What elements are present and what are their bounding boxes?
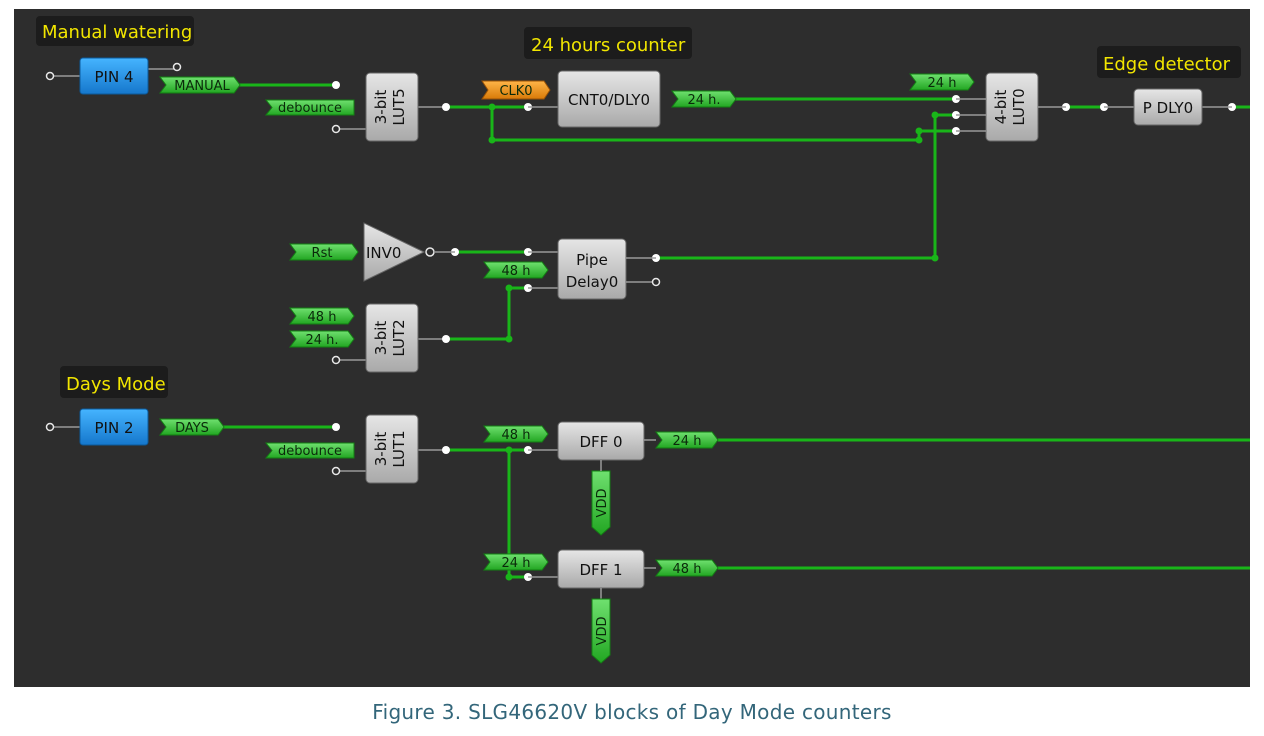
svg-text:24 hours counter: 24 hours counter [531, 35, 686, 56]
schematic-canvas: Manual watering 24 hours counter Edge de… [14, 9, 1250, 687]
svg-text:CNT0/DLY0: CNT0/DLY0 [568, 91, 650, 109]
svg-text:MANUAL: MANUAL [174, 79, 230, 94]
svg-text:Edge detector: Edge detector [1103, 54, 1231, 75]
svg-text:Days Mode: Days Mode [66, 374, 166, 395]
tag-debounce-2[interactable]: debounce [264, 442, 355, 459]
tag-dff0-out-24h[interactable]: 24 h [655, 431, 719, 449]
tag-days[interactable]: DAYS [159, 418, 225, 436]
svg-text:24 h: 24 h [928, 76, 957, 91]
block-leads [528, 98, 1232, 578]
svg-text:debounce: debounce [278, 101, 342, 116]
pipe-leads [626, 257, 656, 283]
cnt0-dly0-block[interactable]: CNT0/DLY0 [557, 70, 661, 128]
pin2-block[interactable]: PIN 2 [79, 408, 149, 446]
pin4-block[interactable]: PIN 4 [79, 57, 149, 95]
svg-text:P DLY0: P DLY0 [1143, 99, 1193, 117]
svg-text:24 h.: 24 h. [687, 93, 720, 108]
title-edge-detector: Edge detector [1097, 46, 1241, 78]
title-manual-watering: Manual watering [36, 16, 194, 46]
tag-dff1-in-24h[interactable]: 24 h [483, 553, 549, 571]
svg-text:Pipe: Pipe [576, 251, 608, 269]
svg-text:Delay0: Delay0 [566, 273, 619, 291]
tag-debounce-1[interactable]: debounce [264, 99, 355, 116]
title-days-mode: Days Mode [60, 366, 168, 398]
svg-text:VDD: VDD [595, 617, 610, 646]
svg-text:Rst: Rst [312, 246, 333, 261]
svg-text:debounce: debounce [278, 444, 342, 459]
svg-text:PIN 2: PIN 2 [94, 419, 133, 437]
svg-text:48 h: 48 h [502, 264, 531, 279]
pdly0-block[interactable]: P DLY0 [1133, 88, 1203, 126]
tag-dff0-in-48h[interactable]: 48 h [483, 425, 549, 443]
tag-lut2-in-24h[interactable]: 24 h. [289, 330, 355, 348]
lut5-block[interactable]: 3-bit LUT5 [365, 72, 419, 142]
svg-text:24 h: 24 h [502, 556, 531, 571]
svg-text:INV0: INV0 [366, 244, 401, 262]
svg-text:VDD: VDD [595, 489, 610, 518]
svg-text:DFF 0: DFF 0 [579, 433, 622, 451]
svg-text:4-bit: 4-bit [992, 90, 1010, 125]
svg-text:3-bit: 3-bit [372, 321, 390, 356]
svg-text:LUT1: LUT1 [390, 430, 408, 467]
svg-text:LUT2: LUT2 [390, 319, 408, 356]
tag-dff1-vdd[interactable]: VDD [591, 598, 611, 664]
tag-lut2-in-48h[interactable]: 48 h [289, 307, 355, 325]
dff-leads [644, 439, 656, 569]
svg-text:PIN 4: PIN 4 [94, 68, 133, 86]
tag-clk0[interactable]: CLK0 [481, 80, 551, 100]
pipe-delay0-block[interactable]: Pipe Delay0 [557, 238, 627, 300]
svg-text:3-bit: 3-bit [372, 90, 390, 125]
svg-text:DFF 1: DFF 1 [579, 561, 622, 579]
inv0-gate[interactable]: INV0 [363, 222, 435, 282]
tag-manual[interactable]: MANUAL [159, 76, 241, 94]
svg-text:24 h.: 24 h. [305, 333, 338, 348]
svg-text:48 h: 48 h [308, 310, 337, 325]
dff1-block[interactable]: DFF 1 [557, 549, 645, 589]
lut2-block[interactable]: 3-bit LUT2 [365, 303, 419, 373]
tag-dff0-vdd[interactable]: VDD [591, 470, 611, 536]
lut1-block[interactable]: 3-bit LUT1 [365, 414, 419, 484]
lut0-block[interactable]: 4-bit LUT0 [985, 72, 1039, 142]
pin-stubs [50, 68, 656, 472]
svg-text:DAYS: DAYS [175, 421, 209, 436]
svg-text:LUT0: LUT0 [1010, 88, 1028, 125]
svg-text:CLK0: CLK0 [499, 84, 532, 99]
svg-text:Manual watering: Manual watering [42, 22, 192, 43]
junction-nodes [488, 103, 939, 581]
tag-dff1-out-48h[interactable]: 48 h [655, 559, 719, 577]
svg-text:48 h: 48 h [502, 428, 531, 443]
svg-text:24 h: 24 h [673, 434, 702, 449]
figure-caption: Figure 3. SLG46620V blocks of Day Mode c… [372, 700, 892, 724]
title-24-hours-counter: 24 hours counter [524, 27, 692, 59]
svg-text:48 h: 48 h [673, 562, 702, 577]
tag-rst[interactable]: Rst [289, 243, 359, 261]
tag-pipe-in-48h[interactable]: 48 h [483, 261, 549, 279]
svg-text:LUT5: LUT5 [390, 88, 408, 125]
tag-cnt-out-24h[interactable]: 24 h. [671, 90, 737, 108]
svg-text:3-bit: 3-bit [372, 432, 390, 467]
tag-lut0-in-24h[interactable]: 24 h [909, 73, 975, 91]
dff0-block[interactable]: DFF 0 [557, 421, 645, 461]
